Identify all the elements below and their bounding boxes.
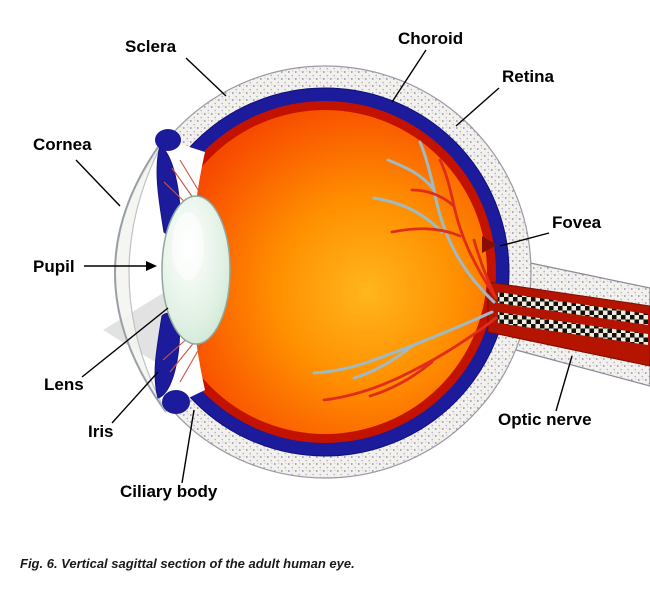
leader-line-lens: [81, 307, 169, 378]
leader-line-optic-nerve: [555, 355, 573, 412]
leader-line-choroid: [391, 49, 427, 103]
leader-line-cornea: [75, 159, 121, 207]
vessel: [386, 158, 436, 192]
vessel: [322, 316, 498, 402]
leader-line-sclera: [185, 57, 227, 97]
vessel: [438, 158, 498, 300]
pupil-arrowhead: [146, 261, 157, 271]
label-pupil: Pupil: [33, 257, 75, 276]
labels: Sclera Choroid Retina Cornea Pupil Fovea…: [33, 29, 602, 501]
label-choroid: Choroid: [398, 29, 463, 48]
lens: [161, 195, 231, 345]
lens-highlight: [172, 212, 204, 280]
label-ciliary-body: Ciliary body: [120, 482, 218, 501]
vessel: [472, 238, 496, 296]
label-fovea: Fovea: [552, 213, 602, 232]
label-cornea: Cornea: [33, 135, 92, 154]
label-iris: Iris: [88, 422, 114, 441]
leader-line-ciliary-body: [181, 409, 195, 484]
figure-caption: Fig. 6. Vertical sagittal section of the…: [20, 556, 355, 571]
optic-nerve-fiber-band: [498, 312, 648, 345]
cornea-outer-surface: [114, 135, 167, 413]
cornea-inner-surface: [128, 135, 167, 413]
vitreous-body: [163, 110, 487, 434]
zonule-fiber: [179, 341, 204, 383]
zonule-fiber: [169, 339, 197, 373]
fovea-mark: [482, 236, 497, 253]
vessel: [312, 310, 494, 375]
leader-line-retina: [455, 87, 500, 127]
vessel: [410, 188, 456, 208]
label-retina: Retina: [502, 67, 555, 86]
retinal-vessels: [312, 140, 498, 402]
ciliary-body-upper: [155, 129, 181, 151]
cornea: [114, 135, 167, 413]
vessel: [390, 227, 462, 238]
vessel: [368, 360, 434, 398]
ciliary-body-lower: [162, 390, 190, 414]
leader-line-iris: [111, 371, 159, 424]
vessel: [372, 196, 444, 234]
vessel: [352, 344, 414, 380]
label-sclera: Sclera: [125, 37, 177, 56]
leader-lines: [75, 49, 573, 484]
zonule-fiber: [179, 159, 204, 199]
optic-nerve-fiber-band: [498, 292, 648, 325]
vessel: [418, 140, 496, 304]
label-optic-nerve: Optic nerve: [498, 410, 592, 429]
label-lens: Lens: [44, 375, 84, 394]
leader-line-fovea: [499, 232, 550, 247]
zonule-fibers: [162, 159, 204, 383]
